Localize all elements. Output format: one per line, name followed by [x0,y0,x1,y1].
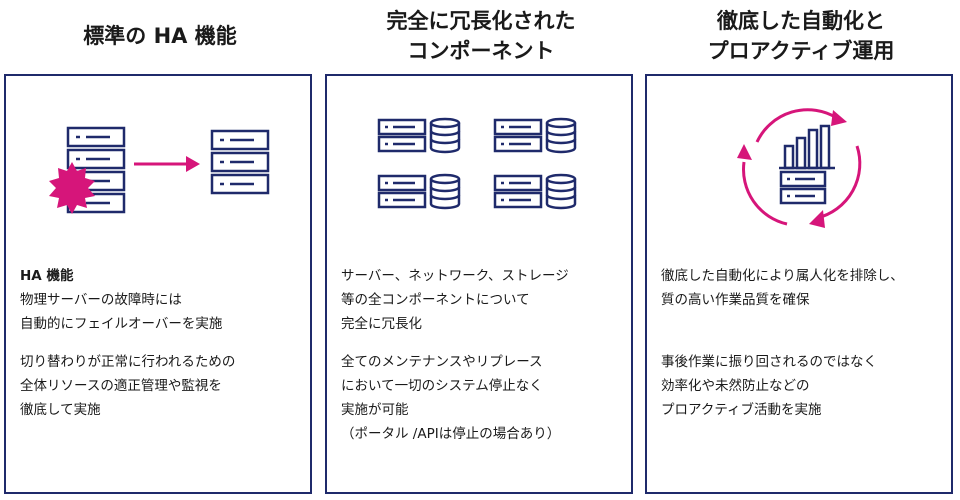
failover-illustration [49,126,270,214]
cycle-arrows-icon [742,108,862,226]
failover-arrow-icon [134,156,200,172]
card-text: サーバー、ネットワーク、ストレージ 等の全コンポーネントについて 完全に冗長化 … [341,268,569,442]
automation-cycle-illustration [737,108,862,228]
card-redundancy: サーバー、ネットワーク、ストレージ 等の全コンポーネントについて 完全に冗長化 … [325,74,633,494]
card-text: 徹底した自動化により属人化を排除し、 質の高い作業品質を確保 事後作業に振り回さ… [661,268,904,418]
column-automation: 徹底した自動化と プロアクティブ運用 [645,0,957,494]
server-icon [779,170,827,205]
server-storage-icon [377,173,461,210]
column-title: 徹底した自動化と プロアクティブ運用 [707,9,895,63]
server-storage-icon [377,117,461,154]
column-redundancy: 完全に冗長化された コンポーネント サーバ [325,0,637,494]
standby-server-icon [210,129,270,195]
column-ha: 標準の HA 機能 [4,0,316,494]
failure-burst-icon [49,162,95,214]
server-storage-icon [493,117,577,154]
card-ha: HA 機能 物理サーバーの故障時には 自動的にフェイルオーバーを実施 切り替わり… [4,74,312,494]
server-storage-icon [493,173,577,210]
column-title: 標準の HA 機能 [83,24,237,48]
bar-chart-icon [779,124,835,170]
card-text: HA 機能 物理サーバーの故障時には 自動的にフェイルオーバーを実施 切り替わり… [20,264,302,422]
subhead: HA 機能 [20,268,74,284]
column-title: 完全に冗長化された コンポーネント [386,9,576,63]
card-automation: 徹底した自動化により属人化を排除し、 質の高い作業品質を確保 事後作業に振り回さ… [645,74,953,494]
redundant-components-illustration [377,117,577,210]
